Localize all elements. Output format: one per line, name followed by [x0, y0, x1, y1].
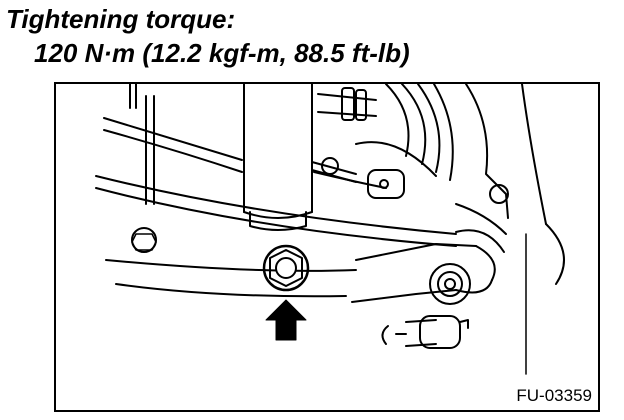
strut-body: [243, 84, 313, 231]
control-arm: [351, 229, 505, 303]
drive-boot: [355, 84, 454, 181]
tie-rod-end: [381, 315, 469, 349]
arrow-up-icon: [265, 299, 307, 341]
crossmember: [95, 117, 457, 298]
illustration-drawing: [95, 84, 565, 375]
mount-bolt-small: [131, 227, 157, 253]
torque-value: 120 N·m (12.2 kgf-m, 88.5 ft-lb): [34, 38, 410, 68]
service-illustration: FU-03359: [54, 82, 600, 412]
guide-rods: [129, 84, 155, 205]
hose-assembly: [311, 87, 405, 199]
arm-bolt: [429, 263, 471, 305]
torque-title: Tightening torque:: [6, 4, 236, 34]
bolt-icon: [262, 244, 310, 292]
knuckle: [455, 84, 565, 285]
figure-id: FU-03359: [516, 386, 592, 405]
